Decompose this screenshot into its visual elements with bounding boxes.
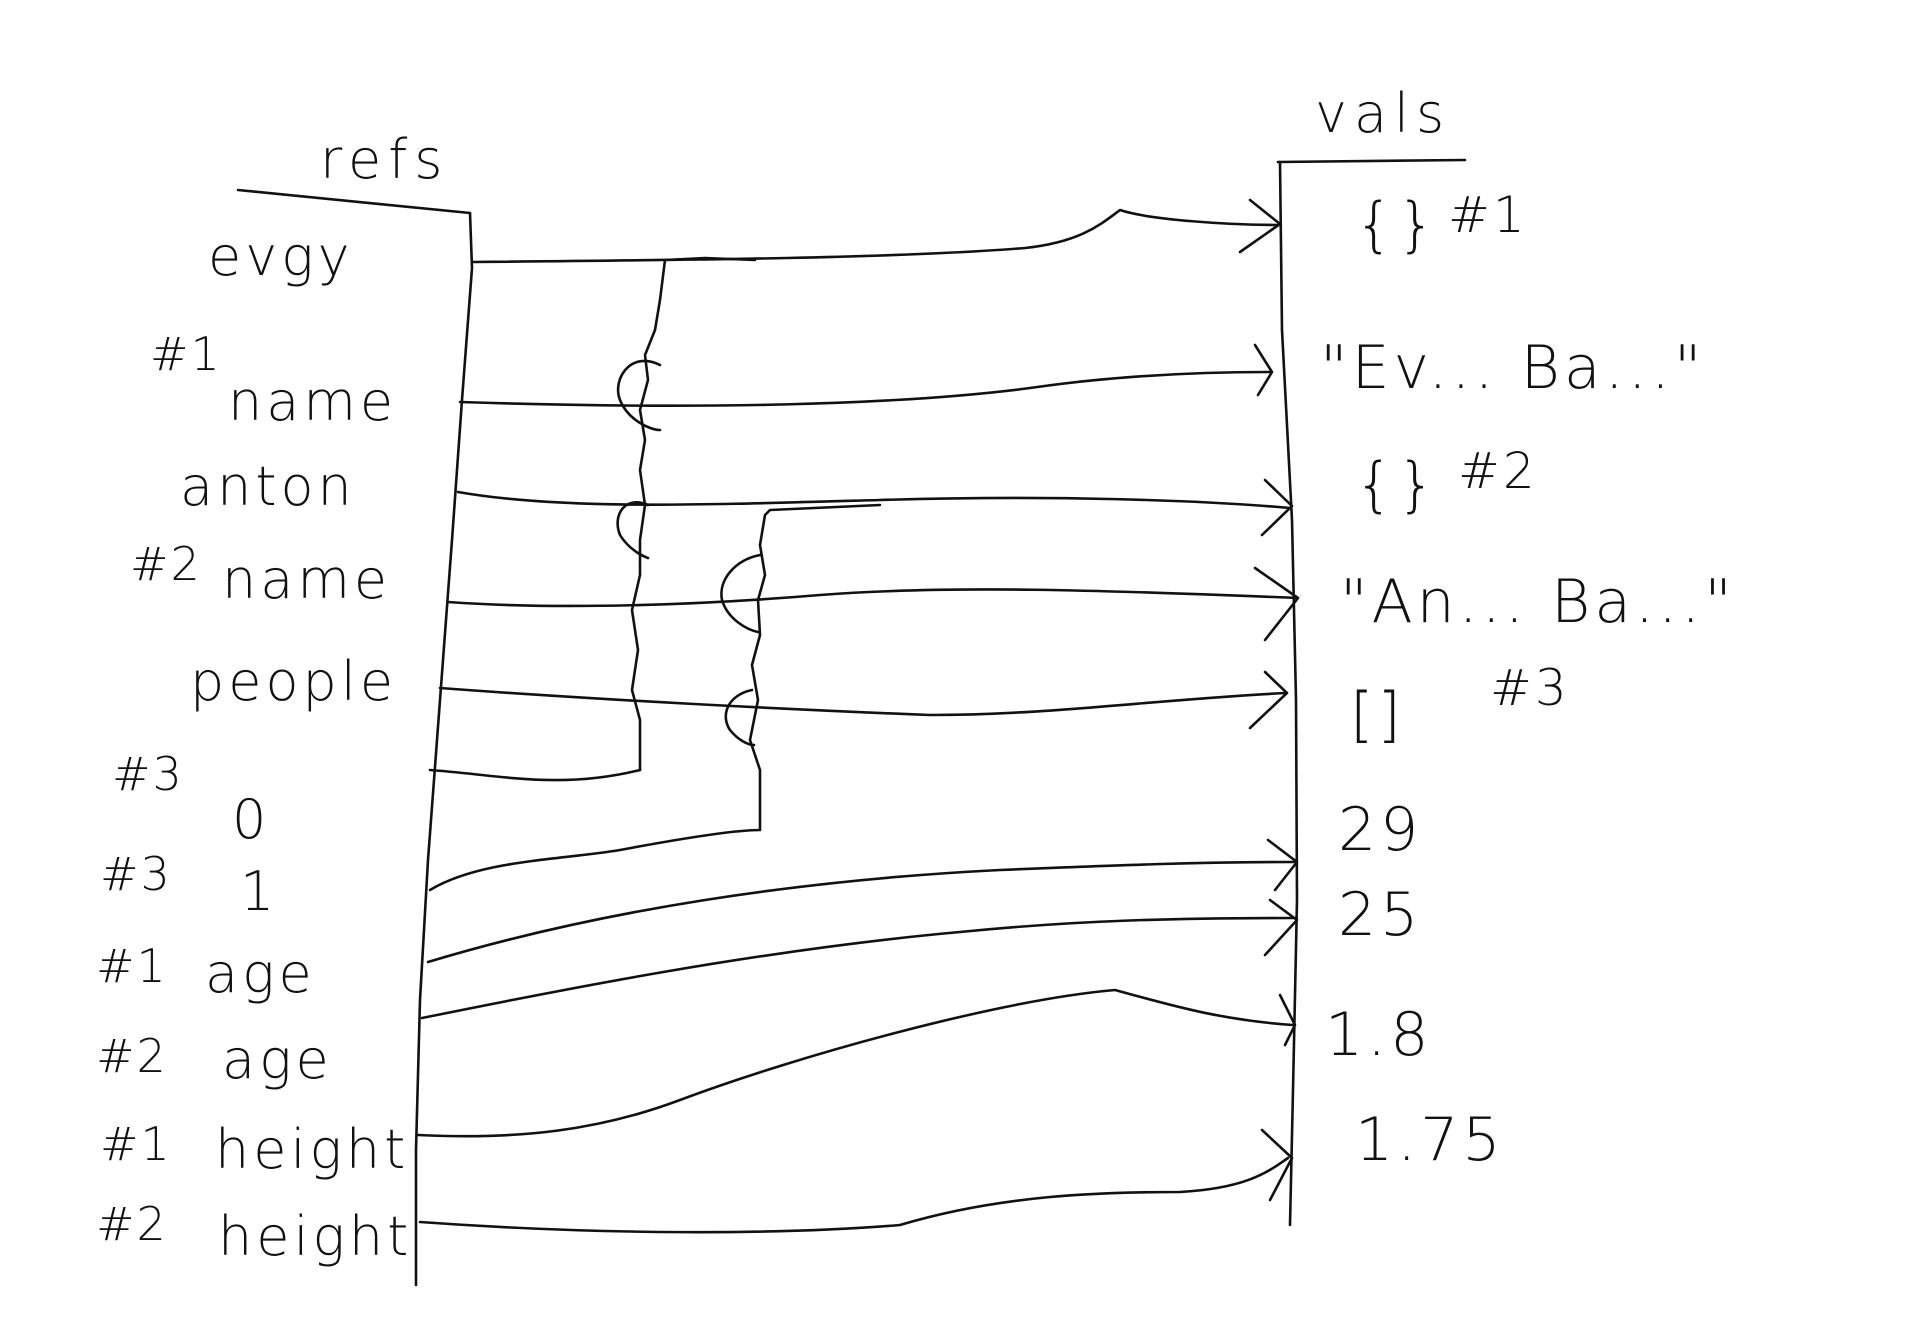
ref-prefix: #1 (100, 1117, 172, 1171)
val-tag-3: #3 (1490, 659, 1570, 717)
arrow-people-1 (428, 503, 882, 892)
val-array-3: [] (1350, 680, 1405, 750)
ref-prefix: #2 (130, 537, 202, 591)
arrow-evgy (470, 208, 1280, 264)
arrow-height-2 (418, 1156, 1290, 1234)
vals-rail (1278, 160, 1299, 1227)
arrowhead (1266, 838, 1299, 892)
arrow-people-0 (428, 768, 642, 782)
ref-label-height: height (215, 1118, 409, 1181)
arrow-people (438, 686, 1287, 717)
bracket-0-arc (616, 359, 662, 432)
ref-label-age: age (205, 942, 316, 1005)
arrowhead (1248, 670, 1289, 730)
val-object-2: {} (1355, 450, 1439, 520)
bracket-1-arc (724, 688, 756, 747)
ref-prefix: #1 (150, 327, 222, 381)
ref-prefix: #3 (112, 747, 184, 801)
ref-label-anton: anton (180, 455, 356, 518)
ref-label-age: age (222, 1028, 333, 1091)
arrow-height-1 (416, 988, 1295, 1138)
val-tag-2: #2 (1458, 442, 1538, 500)
arrow-anton (456, 490, 1292, 510)
ref-prefix: #2 (96, 1029, 168, 1083)
arrowhead (1253, 566, 1300, 642)
arrowhead (1238, 198, 1282, 254)
ref-label-evgy: evgy (208, 225, 354, 288)
ref-prefix: #3 (100, 847, 172, 901)
arrow-age-2 (420, 916, 1297, 1020)
bracket-0-arc (616, 501, 650, 560)
arrowhead (1260, 1128, 1294, 1202)
arrowhead (1253, 343, 1274, 397)
vals-top-rule (1276, 158, 1467, 164)
val-number-29: 29 (1338, 795, 1422, 865)
val-number-25: 25 (1338, 880, 1422, 950)
ref-prefix: #2 (96, 1197, 168, 1251)
arrowhead (1260, 478, 1294, 537)
val-object-1: {} (1355, 190, 1439, 260)
val-string-an: "An... Ba..." (1340, 567, 1736, 637)
refs-rail (414, 211, 474, 1287)
arrowhead (1278, 993, 1297, 1047)
val-tag-1: #1 (1448, 186, 1528, 244)
vals-header: vals (1315, 82, 1451, 145)
ref-arrows (416, 198, 1300, 1234)
refs-header: refs (320, 128, 449, 191)
ref-prefix: #1 (96, 939, 168, 993)
arrow-age-1 (426, 860, 1297, 964)
bracket-0 (630, 256, 757, 772)
ref-label-name: name (222, 548, 391, 611)
ref-label-people: people (190, 650, 397, 713)
ref-label-height: height (218, 1205, 412, 1268)
arrow-name-2 (446, 588, 1300, 608)
arrowhead (1263, 898, 1299, 957)
val-number-1-75: 1.75 (1355, 1105, 1505, 1175)
bracket-1-arc (720, 553, 762, 634)
val-string-ev: "Ev... Ba..." (1320, 333, 1706, 403)
ref-label-index-0: 0 (232, 788, 270, 851)
ref-label-name: name (228, 370, 397, 433)
refs-top-rule (236, 188, 472, 215)
val-number-1-8: 1.8 (1325, 1000, 1432, 1070)
arrow-name-1 (458, 370, 1272, 408)
ref-label-index-1: 1 (240, 860, 278, 923)
